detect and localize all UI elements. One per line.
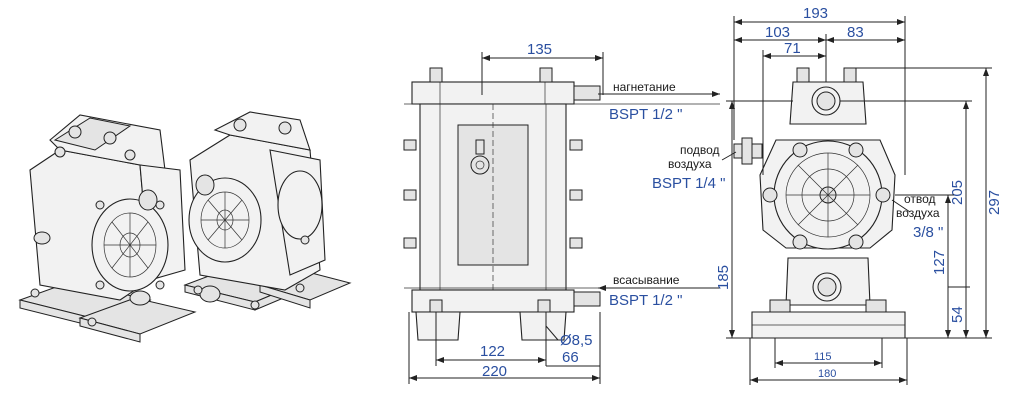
- air-in-label-2: воздуха: [668, 157, 712, 171]
- isometric-view-front: [18, 114, 197, 343]
- inlet-name: всасывание: [613, 273, 680, 287]
- dim-side-total-width: 193: [803, 5, 828, 22]
- dim-height-inlet: 54: [949, 306, 966, 323]
- front-view: [403, 67, 720, 341]
- isometric-view-rear: [183, 111, 352, 311]
- dim-front-base-inner: 122: [480, 343, 505, 360]
- dim-height-total: 297: [986, 190, 1003, 215]
- dim-front-base-outer: 220: [482, 363, 507, 380]
- air-out-thread: 3/8 ": [913, 224, 943, 241]
- air-in-thread: BSPT 1/4 ": [652, 175, 725, 192]
- side-view-dimensions: 193 103 83 71 115 180: [652, 5, 1003, 385]
- inlet-thread: BSPT 1/2 ": [609, 292, 682, 309]
- dim-height-upper: 205: [949, 180, 966, 205]
- air-in-label-1: подвод: [680, 143, 720, 157]
- outlet-thread: BSPT 1/2 ": [609, 106, 682, 123]
- air-out-label-2: воздуха: [896, 206, 940, 220]
- front-view-dimensions: 135 122 220 Ø8,5 66 нагнетание BSPT 1/2 …: [408, 41, 720, 384]
- dim-height-air-out: 127: [931, 250, 948, 275]
- dim-side-base-outer: 180: [818, 368, 836, 380]
- dim-side-left: 103: [765, 24, 790, 41]
- dim-front-top-width: 135: [527, 41, 552, 58]
- dim-side-right: 83: [847, 24, 864, 41]
- dim-side-base-inner: 115: [814, 351, 832, 363]
- side-view: [733, 67, 906, 339]
- dim-front-hole: Ø8,5: [560, 332, 593, 349]
- dim-front-offset: 66: [562, 349, 579, 366]
- dim-height-outlet: 185: [715, 265, 732, 290]
- air-out-label-1: отвод: [904, 192, 936, 206]
- outlet-name: нагнетание: [613, 80, 676, 94]
- dim-side-center: 71: [784, 40, 801, 57]
